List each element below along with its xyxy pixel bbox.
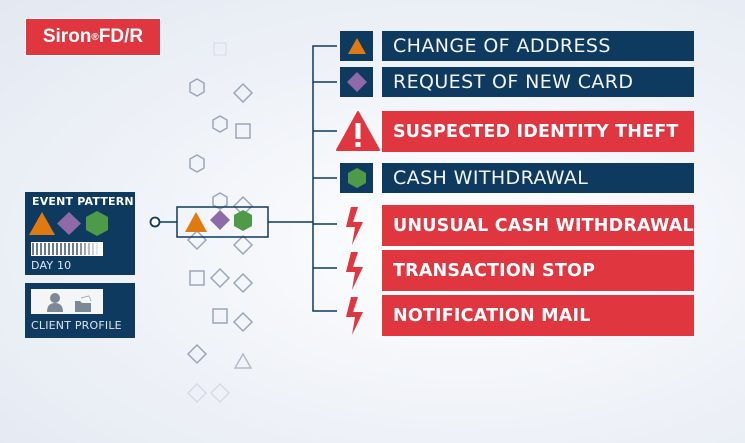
hexagon-icon [86,211,108,236]
brand-logo: Siron®FD/R [25,18,161,56]
profile-icons [31,289,103,314]
triangle-icon [347,38,366,54]
client-profile-panel: CLIENT PROFILE [25,283,135,338]
diamond-icon [57,212,81,235]
hexagon-icon [347,168,366,188]
event-pattern-shapes [29,211,108,236]
event-cash-withdrawal: CASH WITHDRAWAL [382,163,694,193]
event-pattern-title: EVENT PATTERN [32,195,134,208]
action-unusual-cash-withdrawal: UNUSUAL CASH WITHDRAWAL [382,205,694,246]
event-request-new-card: REQUEST OF NEW CARD [382,67,694,97]
lightning-icon [346,207,363,245]
timeline-progress-bar [31,242,103,256]
diamond-icon [346,72,367,92]
brand-suffix: FD/R [98,26,144,47]
client-profile-label: CLIENT PROFILE [31,319,122,332]
diamond-icon-box [340,67,373,97]
event-change-of-address: CHANGE OF ADDRESS [382,31,694,61]
triangle-icon [29,212,55,235]
action-transaction-stop: TRANSACTION STOP [382,250,694,291]
hexagon-icon-box [340,163,373,193]
warning-icon [336,111,380,151]
action-notification-mail: NOTIFICATION MAIL [382,295,694,336]
triangle-icon [185,212,207,232]
lightning-icon [346,297,363,335]
hexagon-icon [234,210,252,231]
pattern-shapes [185,210,252,232]
hexagon-outline-icon [189,78,205,97]
alert-suspected-identity-theft: SUSPECTED IDENTITY THEFT [382,111,694,152]
diamond-icon [210,210,230,230]
folder-icon [75,295,92,312]
person-icon [47,293,63,312]
lightning-icon [346,252,363,290]
day-label: DAY 10 [31,259,72,272]
brand-name: Siron [42,26,92,47]
event-pattern-panel: EVENT PATTERN DAY 10 [25,192,135,275]
brand-reg: ® [91,31,99,43]
triangle-icon-box [340,31,373,61]
